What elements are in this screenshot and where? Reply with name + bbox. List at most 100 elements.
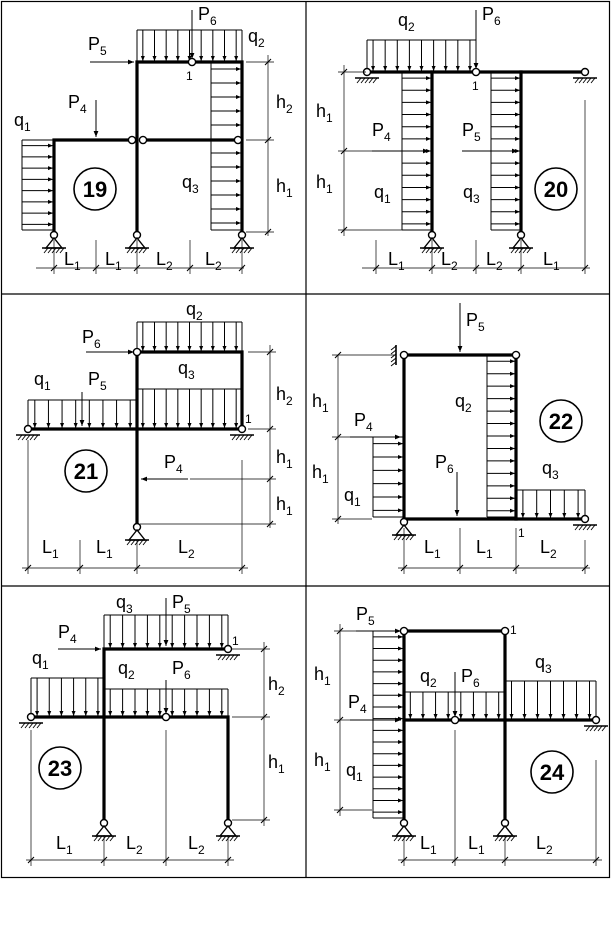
scheme-number-badge: 22	[539, 399, 583, 443]
label-l1-b: L1	[96, 537, 113, 561]
label-h1-b: h1	[316, 172, 333, 196]
hinges-20	[471, 67, 481, 77]
roller-support	[355, 67, 379, 84]
label-p6: P6	[461, 666, 480, 690]
label-p5: P5	[172, 592, 191, 616]
label-l2-a: L2	[126, 833, 143, 857]
hinge	[500, 626, 510, 636]
label-l2: L2	[536, 833, 553, 857]
label-p5: P5	[88, 369, 107, 393]
label-p4: P4	[354, 410, 373, 434]
label-p6: P6	[172, 658, 191, 682]
label-h2: h2	[276, 384, 293, 408]
label-q3: q3	[542, 458, 559, 482]
panel-19: P5 P6 q2 P4 q1 q3 h2 h1 1 L1 L1 L2 L2 19	[14, 4, 293, 274]
svg-text:20: 20	[544, 177, 568, 202]
label-q2: q2	[398, 10, 415, 34]
dimensions-24	[334, 624, 602, 866]
frame-21	[26, 350, 244, 526]
label-l2-b: L2	[188, 833, 205, 857]
force-arrows-19	[90, 10, 195, 137]
roller-support	[584, 715, 608, 732]
panel-24: P5 h1 h1 P4 q1 q2 P6 q3 1 L1 L1 L2 24	[314, 604, 608, 866]
panel-21: q2 P6 q3 q1 P5 P4 h2 h1 h1 1 L1 L1 L2 21	[16, 299, 293, 574]
hinges-19	[127, 57, 243, 145]
panel-22: P5 h1 h1 P4 q1 q2 P6 q3 1 L1 L1 L2 22	[312, 303, 597, 574]
label-h1-b: h1	[312, 462, 329, 486]
label-l1: L1	[56, 833, 73, 857]
svg-text:22: 22	[549, 409, 573, 434]
force-arrows-24	[350, 628, 458, 723]
scheme-number-badge: 20	[534, 167, 578, 211]
label-h1-a: h1	[314, 664, 331, 688]
force-arrows-21	[79, 349, 188, 482]
label-l1-a: L1	[424, 537, 441, 561]
label-q3: q3	[535, 652, 552, 676]
frame-24	[402, 629, 598, 822]
hinge	[161, 712, 171, 722]
force-arrows-22	[350, 303, 463, 516]
label-h1: h1	[276, 176, 293, 200]
label-p4: P4	[58, 622, 77, 646]
label-q2: q2	[420, 666, 437, 690]
label-l2-b: L2	[486, 249, 503, 273]
hinge	[233, 135, 243, 145]
distributed-load-q3	[515, 489, 586, 519]
dimensions-23	[26, 642, 270, 866]
svg-text:24: 24	[540, 760, 565, 785]
panel-grid	[0, 0, 611, 879]
label-q2: q2	[455, 391, 472, 415]
distributed-load-q2	[486, 354, 516, 518]
label-l1-a: L1	[420, 833, 437, 857]
distributed-load-q2	[366, 39, 477, 72]
hinges-23	[161, 712, 171, 722]
joint-1-label: 1	[510, 623, 517, 637]
svg-text:23: 23	[48, 756, 72, 781]
label-q1: q1	[346, 760, 363, 784]
label-h1: h1	[268, 752, 285, 776]
label-q2: q2	[118, 658, 135, 682]
joint-1-label: 1	[245, 412, 252, 426]
dimensions-20	[338, 65, 590, 274]
distributed-load-q3	[504, 680, 597, 720]
label-h1-b: h1	[276, 494, 293, 518]
hinge	[471, 67, 481, 77]
label-h1-a: h1	[316, 101, 333, 125]
label-l1-b: L1	[105, 249, 122, 273]
label-l1-a: L1	[388, 249, 405, 273]
label-h1-b: h1	[314, 750, 331, 774]
supports-21	[16, 424, 254, 546]
scheme-number-badge: 19	[73, 167, 117, 211]
label-p6: P6	[82, 327, 101, 351]
distributed-load-q3	[210, 61, 242, 231]
label-q3: q3	[178, 358, 195, 382]
label-l2: L2	[540, 537, 557, 561]
label-p4: P4	[164, 452, 183, 476]
label-p5: P5	[466, 310, 485, 334]
roller-support	[216, 644, 240, 661]
hinge	[511, 350, 521, 360]
roller-support	[16, 424, 40, 441]
roller-support	[230, 424, 254, 441]
label-p6: P6	[198, 4, 217, 28]
label-l1-a: L1	[42, 537, 59, 561]
label-l2-b: L2	[205, 249, 222, 273]
wall-support	[390, 345, 397, 367]
joint-1-label: 1	[186, 69, 193, 83]
joint-1-label: 1	[232, 634, 239, 648]
dimensions-19	[36, 55, 274, 274]
hinge	[138, 135, 148, 145]
label-p6: P6	[435, 452, 454, 476]
label-p6: P6	[482, 4, 501, 28]
label-q3: q3	[182, 172, 199, 196]
distributed-load-q3	[136, 388, 243, 429]
label-l2: L2	[178, 537, 195, 561]
svg-text:19: 19	[83, 177, 107, 202]
roller-support	[573, 514, 597, 531]
joint-1-label: 1	[472, 79, 479, 93]
distributed-load-q1	[372, 630, 404, 819]
hinge	[187, 57, 197, 67]
label-q2: q2	[186, 299, 203, 323]
roller-support	[573, 67, 597, 84]
